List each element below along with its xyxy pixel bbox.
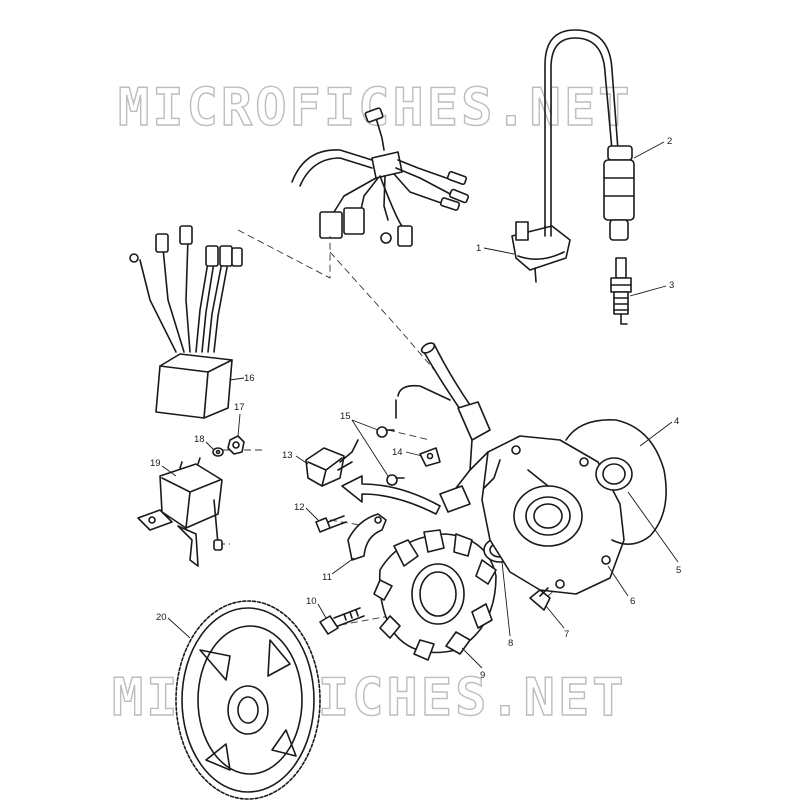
spark-plug <box>610 257 632 325</box>
callout-12: 12 <box>294 502 305 513</box>
flywheel <box>175 600 321 800</box>
stator-housing <box>469 435 625 595</box>
dashed-connector-main <box>329 251 437 373</box>
leader-13 <box>295 455 309 465</box>
leader-6 <box>607 565 629 597</box>
callout-2: 2 <box>667 136 672 147</box>
callout-17: 17 <box>234 402 245 413</box>
spark-plug-cap <box>603 145 635 241</box>
screws-15 <box>376 426 405 486</box>
callout-19: 19 <box>150 458 161 469</box>
leader-5 <box>627 491 679 563</box>
callout-18: 18 <box>194 434 205 445</box>
callout-6: 6 <box>630 596 635 607</box>
callout-11: 11 <box>322 572 332 583</box>
stator-lead-harness <box>395 342 491 513</box>
washer-18 <box>212 447 224 457</box>
callout-5: 5 <box>676 565 681 576</box>
callout-3: 3 <box>669 280 674 291</box>
callout-9: 9 <box>480 670 485 681</box>
leader-16 <box>229 377 245 381</box>
leader-17 <box>237 413 241 437</box>
leader-12 <box>305 507 319 521</box>
leader-19 <box>161 465 177 477</box>
bearing <box>595 457 633 491</box>
wiring-harness <box>291 107 470 247</box>
screw-12 <box>315 515 347 533</box>
cdi-box <box>129 225 243 419</box>
dashed-connector-harness <box>237 229 331 279</box>
leader-15 <box>351 419 389 477</box>
callout-13: 13 <box>282 450 293 461</box>
callout-14: 14 <box>392 447 403 458</box>
leader-18 <box>205 441 215 451</box>
leader-9 <box>461 647 483 669</box>
leader-4 <box>639 421 673 447</box>
leader-20 <box>167 617 191 639</box>
leader-11 <box>331 557 355 575</box>
callout-7: 7 <box>564 629 569 640</box>
screw-10 <box>319 607 365 635</box>
leader-7 <box>545 605 565 629</box>
leader-1 <box>483 247 515 255</box>
leader-14 <box>405 451 423 457</box>
watermark-top: MICROFICHES.NET <box>118 78 633 138</box>
leader-10 <box>317 603 327 619</box>
clamp-14 <box>419 447 441 467</box>
callout-10: 10 <box>306 596 317 607</box>
ignition-coil <box>511 29 619 283</box>
callout-20: 20 <box>156 612 167 623</box>
stator <box>373 529 497 661</box>
leader-3 <box>629 285 667 297</box>
callout-8: 8 <box>508 638 513 649</box>
assembly-arrow <box>341 475 441 515</box>
callout-16: 16 <box>244 373 255 384</box>
dashed-connector-15 <box>387 429 431 441</box>
leader-2 <box>633 141 665 159</box>
clamp-plate-11 <box>347 513 387 561</box>
callout-4: 4 <box>674 416 679 427</box>
callout-1: 1 <box>476 243 481 254</box>
screw-7 <box>529 587 551 611</box>
nut-17 <box>227 435 245 455</box>
pickup-sensor <box>305 439 359 487</box>
leader-8 <box>501 561 511 637</box>
starter-relay <box>137 457 223 567</box>
dashed-connector-12 <box>329 519 379 529</box>
o-ring <box>565 419 667 545</box>
callout-15: 15 <box>340 411 351 422</box>
